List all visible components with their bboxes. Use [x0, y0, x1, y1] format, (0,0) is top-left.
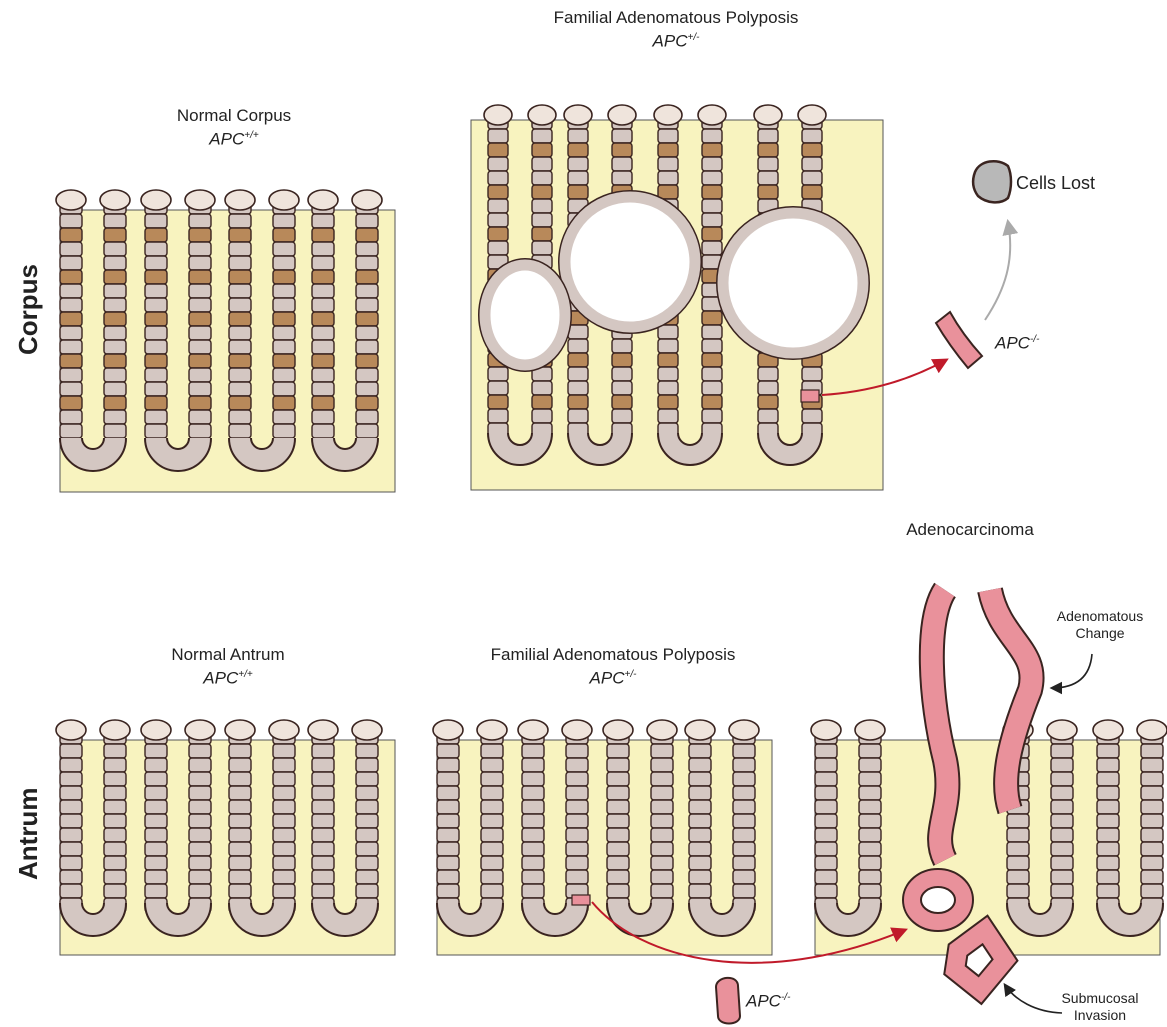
- lost-cell-icon: [973, 161, 1011, 202]
- cyst-fap-corpus-2-cells: [723, 213, 863, 353]
- normal-antrum-title: Normal Antrum: [128, 645, 328, 665]
- mutant-cell-icon-corpus: [936, 312, 982, 368]
- submucosal-invasion-label: Submucosal Invasion: [1050, 990, 1150, 1024]
- cells-lost-label: Cells Lost: [1016, 173, 1116, 193]
- cyst-fap-corpus-3-cells: [485, 265, 565, 365]
- panel-title-normal-corpus: Normal Corpus APC+/+: [134, 106, 334, 150]
- cyst-fap-corpus-1-cells: [565, 197, 695, 327]
- mutant-cell-corpus: [801, 390, 819, 402]
- fap-corpus-title: Familial Adenomatous Polyposis: [506, 8, 846, 28]
- mutant-cell-icon-antrum: [716, 978, 740, 1024]
- row-label-antrum: Antrum: [13, 794, 43, 880]
- adenomatous-change-arrow: [1052, 654, 1092, 688]
- apc-null-label-corpus: APC-/-: [995, 330, 1055, 354]
- mutant-cell-antrum: [572, 895, 590, 905]
- adenomatous-change-label: Adenomatous Change: [1050, 608, 1150, 642]
- panel-title-adenocarcinoma: Adenocarcinoma: [880, 520, 1060, 540]
- normal-antrum-genotype: APC+/+: [128, 665, 328, 689]
- fap-antrum-genotype: APC+/-: [443, 665, 783, 689]
- cells-lost-arrow: [985, 222, 1010, 320]
- normal-corpus-title: Normal Corpus: [134, 106, 334, 126]
- panel-title-fap-antrum: Familial Adenomatous Polyposis APC+/-: [443, 645, 783, 689]
- apc-null-label-antrum: APC-/-: [746, 988, 806, 1012]
- fap-antrum-title: Familial Adenomatous Polyposis: [443, 645, 783, 665]
- panel-title-fap-corpus: Familial Adenomatous Polyposis APC+/-: [506, 8, 846, 52]
- row-label-corpus: Corpus: [13, 275, 43, 355]
- panel-title-normal-antrum: Normal Antrum APC+/+: [128, 645, 328, 689]
- normal-corpus-genotype: APC+/+: [134, 126, 334, 150]
- fap-corpus-genotype: APC+/-: [506, 28, 846, 52]
